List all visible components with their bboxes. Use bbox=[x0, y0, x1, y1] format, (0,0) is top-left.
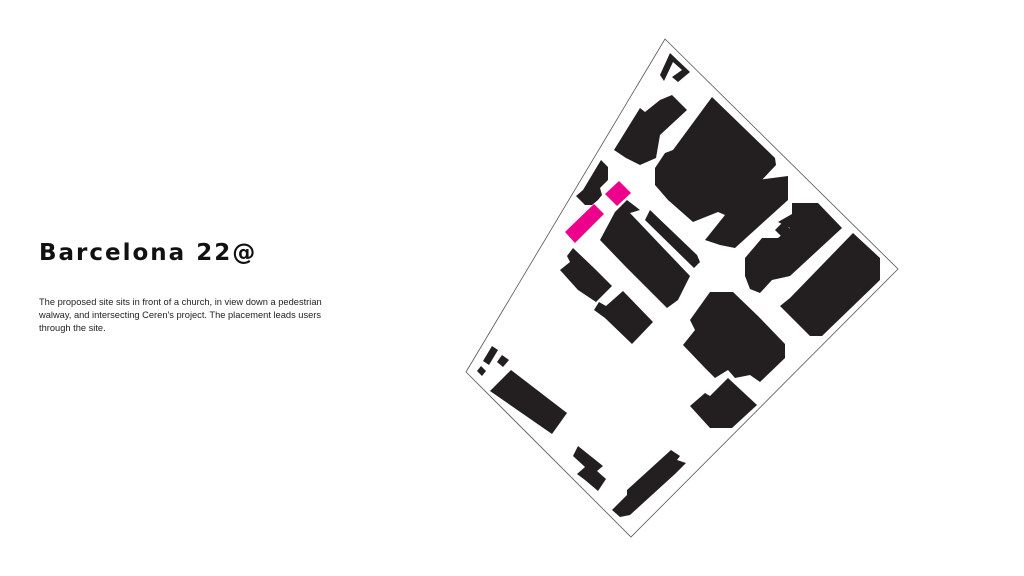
slide-title: Barcelona 22@ bbox=[39, 240, 258, 266]
building-left-middle bbox=[560, 248, 612, 302]
site-highlight-lower bbox=[565, 204, 604, 243]
building-southeast-small bbox=[690, 378, 757, 428]
building-southeast-main bbox=[683, 292, 785, 382]
buildings bbox=[477, 53, 880, 517]
building-south-long bbox=[612, 450, 686, 517]
building-central-long bbox=[600, 200, 690, 308]
building-south-step bbox=[573, 446, 606, 491]
site-highlight-upper bbox=[605, 181, 631, 206]
building-upper-left bbox=[614, 95, 687, 165]
building-left-strip bbox=[576, 160, 608, 205]
building-big-north bbox=[655, 97, 788, 248]
building-small-notch bbox=[775, 222, 790, 237]
proposed-site bbox=[565, 181, 631, 243]
building-lower-middle bbox=[594, 291, 653, 344]
slide-description: The proposed site sits in front of a chu… bbox=[39, 297, 322, 333]
site-boundary bbox=[465, 38, 899, 538]
building-tiny-2 bbox=[497, 355, 509, 367]
building-central-strip bbox=[645, 210, 700, 268]
building-right-mid bbox=[745, 203, 842, 293]
building-top-hook bbox=[660, 53, 690, 82]
building-right-long bbox=[780, 233, 880, 336]
building-west-bar bbox=[490, 370, 567, 434]
building-tiny-3 bbox=[477, 366, 486, 376]
building-tiny-1 bbox=[483, 346, 498, 365]
